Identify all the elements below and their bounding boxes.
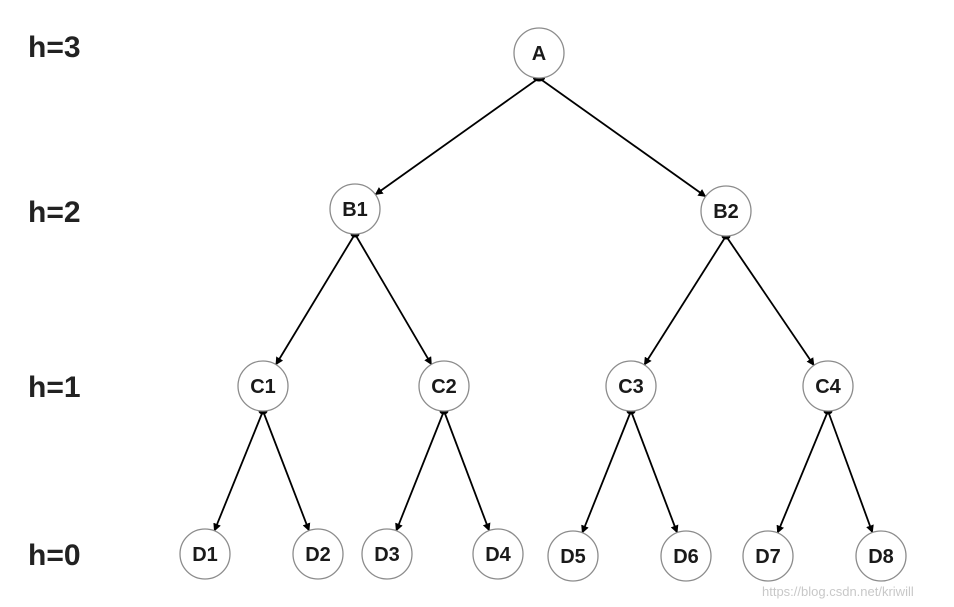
node-label-c2: C2 [431, 376, 457, 398]
level-label-h3: h=3 [28, 31, 81, 64]
node-label-d5: D5 [560, 546, 586, 568]
level-label-h0: h=0 [28, 539, 81, 572]
edges [213, 74, 874, 534]
node-d8: D8 [855, 530, 907, 582]
node-circle-d4 [472, 528, 524, 580]
node-d7: D7 [742, 530, 794, 582]
node-circle-d8 [855, 530, 907, 582]
edge-c4-d8 [827, 410, 874, 534]
edge-b2-c4 [725, 235, 815, 366]
node-label-b1: B1 [342, 199, 368, 221]
node-circle-a [513, 27, 565, 79]
node-label-b2: B2 [713, 201, 739, 223]
node-d4: D4 [472, 528, 524, 580]
node-label-d3: D3 [374, 544, 400, 566]
node-label-d6: D6 [673, 546, 699, 568]
node-c4: C4 [802, 360, 854, 412]
node-label-c1: C1 [250, 376, 276, 398]
edge-c3-d5 [581, 410, 632, 534]
node-d1: D1 [179, 528, 231, 580]
node-circle-d2 [292, 528, 344, 580]
edge-c1-d2 [262, 410, 311, 532]
node-circle-d3 [361, 528, 413, 580]
edge-c1-d1 [213, 410, 264, 532]
node-label-a: A [532, 43, 546, 65]
level-label-h1: h=1 [28, 371, 81, 404]
node-c2: C2 [418, 360, 470, 412]
node-circle-c3 [605, 360, 657, 412]
node-d2: D2 [292, 528, 344, 580]
node-label-d7: D7 [755, 546, 781, 568]
node-circle-d5 [547, 530, 599, 582]
node-circle-c2 [418, 360, 470, 412]
node-circle-b2 [700, 185, 752, 237]
node-label-d4: D4 [485, 544, 511, 566]
edge-c3-d6 [630, 410, 679, 534]
node-b2: B2 [700, 185, 752, 237]
node-label-d2: D2 [305, 544, 331, 566]
node-d3: D3 [361, 528, 413, 580]
watermark-text: https://blog.csdn.net/kriwill [762, 584, 914, 599]
node-c1: C1 [237, 360, 289, 412]
node-a: A [513, 27, 565, 79]
node-c3: C3 [605, 360, 657, 412]
edge-a-b1 [374, 77, 540, 196]
node-circle-b1 [329, 183, 381, 235]
node-circle-c1 [237, 360, 289, 412]
node-label-d1: D1 [192, 544, 218, 566]
node-label-c4: C4 [815, 376, 841, 398]
node-d5: D5 [547, 530, 599, 582]
node-label-d8: D8 [868, 546, 894, 568]
node-circle-d1 [179, 528, 231, 580]
edge-b2-c3 [643, 235, 727, 366]
node-circle-c4 [802, 360, 854, 412]
edge-c2-d4 [443, 410, 491, 532]
node-circle-d7 [742, 530, 794, 582]
edge-b1-c1 [275, 233, 356, 366]
node-d6: D6 [660, 530, 712, 582]
edge-a-b2 [538, 77, 707, 198]
level-label-h2: h=2 [28, 196, 81, 229]
level-labels: h=3 h=2 h=1 h=0 [28, 31, 81, 572]
node-b1: B1 [329, 183, 381, 235]
edge-c2-d3 [395, 410, 445, 532]
node-circle-d6 [660, 530, 712, 582]
node-label-c3: C3 [618, 376, 644, 398]
edge-b1-c2 [354, 233, 433, 366]
edge-c4-d7 [776, 410, 829, 534]
